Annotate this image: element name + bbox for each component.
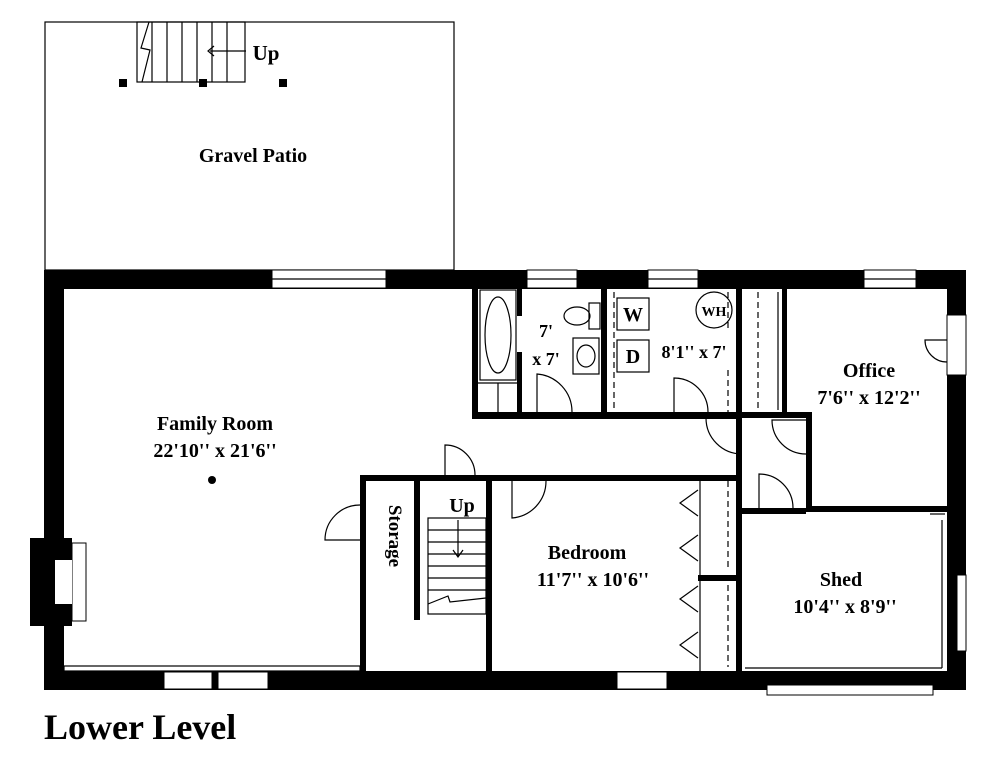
- hall-closet: [757, 292, 779, 412]
- office-label: Office: [843, 360, 895, 382]
- bedroom-dims: 11'7'' x 10'6'': [537, 569, 649, 591]
- water-heater-label: WH: [702, 305, 727, 320]
- doors: [324, 339, 948, 541]
- bathroom-fixtures: [478, 289, 601, 413]
- bathroom-dims-line2: x 7': [532, 349, 560, 369]
- interior-stairs: [427, 517, 487, 615]
- dryer: [616, 339, 650, 373]
- bathroom-dims-line1: 7': [539, 321, 553, 341]
- laundry-dims: 8'1'' x 7': [661, 342, 726, 362]
- windows: [163, 269, 967, 696]
- washer: [616, 297, 650, 331]
- family-room-label: Family Room: [157, 413, 273, 435]
- dryer-label: D: [626, 346, 640, 368]
- gravel-patio-label: Gravel Patio: [199, 145, 307, 167]
- shed-label: Shed: [820, 569, 862, 591]
- patio-stairs-label: Up: [253, 41, 280, 65]
- shed-details: [745, 513, 945, 669]
- interior-walls: [63, 288, 947, 690]
- bedroom-label: Bedroom: [548, 542, 627, 564]
- storage-label: Storage: [384, 505, 405, 567]
- gravel-patio: Up Gravel Patio: [44, 21, 455, 271]
- patio-stairs: [119, 21, 287, 87]
- bedroom-closet: [678, 481, 729, 671]
- family-room-dims: 22'10'' x 21'6'': [153, 440, 276, 462]
- interior-stairs-label: Up: [449, 495, 475, 517]
- washer-label: W: [623, 304, 643, 326]
- water-heater: [695, 291, 733, 329]
- plan-title: Lower Level: [44, 707, 237, 747]
- office-dims: 7'6'' x 12'2'': [817, 387, 920, 409]
- ceiling-light: [208, 476, 216, 484]
- shed-dims: 10'4'' x 8'9'': [793, 596, 896, 618]
- laundry-fixtures: [613, 291, 733, 413]
